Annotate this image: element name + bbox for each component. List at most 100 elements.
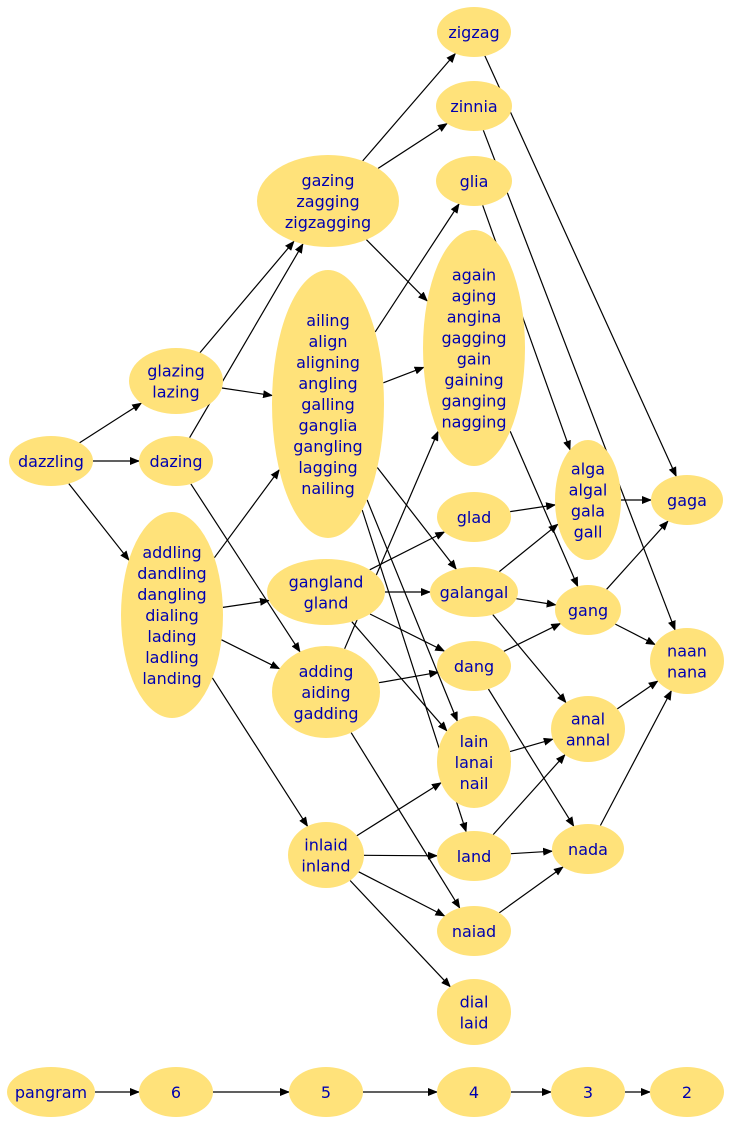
node-l6: 6 bbox=[139, 1067, 213, 1117]
edge-ailing-to-glia bbox=[374, 203, 460, 333]
node-ellipse bbox=[552, 824, 624, 874]
node-ellipse bbox=[139, 1067, 213, 1117]
edge-arrow bbox=[516, 598, 557, 608]
edge-gang-to-naan bbox=[615, 623, 656, 646]
node-label: align bbox=[309, 332, 348, 351]
edge-dazing-to-gazing bbox=[189, 243, 304, 439]
edge-arrow bbox=[365, 239, 428, 302]
node-land: land bbox=[437, 831, 511, 881]
node-ellipse bbox=[437, 641, 511, 691]
node-label: landing bbox=[142, 669, 201, 688]
node-label: gala bbox=[571, 502, 605, 521]
edge-arrow bbox=[509, 737, 554, 753]
node-label: glad bbox=[457, 508, 492, 527]
edge-arrow bbox=[350, 732, 461, 909]
node-label: dangling bbox=[137, 585, 206, 604]
node-ellipse bbox=[272, 646, 380, 738]
node-label: ganglia bbox=[299, 416, 358, 435]
node-ellipse bbox=[437, 492, 511, 542]
node-label: angling bbox=[298, 374, 357, 393]
node-glia: glia bbox=[436, 156, 512, 206]
edge-gangland-to-glad bbox=[369, 531, 446, 571]
node-ellipse bbox=[257, 155, 399, 247]
node-label: galling bbox=[301, 395, 355, 414]
node-ellipse bbox=[551, 1067, 625, 1117]
edge-zinnia-to-naan bbox=[482, 129, 676, 631]
node-again: againaginganginagagginggaingaininggangin… bbox=[423, 230, 525, 466]
edge-gangland-to-dang bbox=[369, 613, 446, 652]
edge-arrow bbox=[616, 680, 659, 710]
node-gaga: gaga bbox=[651, 475, 723, 525]
edge-arrow bbox=[199, 240, 295, 353]
edge-arrow bbox=[351, 621, 448, 732]
node-label: again bbox=[452, 266, 496, 285]
edge-zigzag-to-gaga bbox=[484, 55, 677, 478]
edge-arrow bbox=[383, 366, 425, 384]
edge-addling-to-inlaid bbox=[211, 677, 309, 828]
node-label: gland bbox=[304, 594, 349, 613]
node-label: lading bbox=[147, 627, 196, 646]
edge-land-to-anal bbox=[492, 754, 566, 836]
node-ellipse bbox=[650, 1067, 724, 1117]
edge-arrow bbox=[492, 614, 567, 704]
node-label: zinnia bbox=[450, 97, 497, 116]
edge-inlaid-to-naiad bbox=[358, 871, 446, 917]
edge-arrow bbox=[358, 871, 446, 917]
edge-glad-to-alga bbox=[510, 502, 557, 513]
node-ellipse bbox=[139, 436, 213, 486]
edge-glazing-to-ailing bbox=[221, 387, 274, 399]
edges-layer bbox=[68, 52, 677, 1096]
node-label: gagging bbox=[441, 329, 506, 348]
edge-gazing-to-zigzag bbox=[362, 52, 456, 162]
node-zinnia: zinnia bbox=[436, 81, 512, 131]
node-label: nail bbox=[460, 774, 489, 793]
edge-arrow bbox=[222, 597, 270, 608]
edge-gazing-to-zinnia bbox=[377, 123, 448, 169]
edge-ailing-to-lain bbox=[366, 499, 458, 722]
node-label: gain bbox=[457, 350, 492, 369]
node-label: 6 bbox=[171, 1083, 181, 1102]
edge-again-to-gang bbox=[509, 430, 579, 588]
edge-galangal-to-alga bbox=[498, 523, 559, 573]
node-ellipse bbox=[272, 270, 384, 538]
node-label: lanai bbox=[455, 753, 494, 772]
edge-ailing-to-again bbox=[383, 366, 425, 384]
edge-arrow bbox=[374, 203, 460, 333]
node-galangal: galangal bbox=[430, 567, 518, 617]
node-label: nana bbox=[667, 663, 707, 682]
edge-gangland-to-lain bbox=[351, 621, 448, 732]
node-ellipse bbox=[650, 628, 724, 694]
edge-arrow bbox=[492, 754, 566, 836]
node-dazing: dazing bbox=[139, 436, 213, 486]
node-naiad: naiad bbox=[437, 906, 511, 956]
edge-arrow bbox=[213, 469, 280, 559]
node-ellipse bbox=[9, 436, 93, 486]
node-pangram: pangram bbox=[7, 1067, 95, 1117]
node-label: zigzagging bbox=[285, 213, 371, 232]
node-label: glia bbox=[460, 172, 489, 191]
node-naan: naan nana bbox=[650, 628, 724, 694]
node-label: dial bbox=[460, 993, 489, 1012]
node-label: galangal bbox=[440, 583, 509, 602]
node-ellipse bbox=[437, 831, 511, 881]
edge-arrow bbox=[498, 866, 564, 914]
node-ellipse bbox=[288, 822, 364, 888]
node-label: gaining bbox=[444, 371, 503, 390]
edge-arrow bbox=[366, 499, 458, 722]
node-label: naan bbox=[667, 642, 707, 661]
node-label: 2 bbox=[682, 1083, 692, 1102]
node-label: gang bbox=[568, 601, 608, 620]
node-ellipse bbox=[437, 979, 511, 1045]
edge-arrow bbox=[369, 613, 446, 652]
node-dazzling: dazzling bbox=[9, 436, 93, 486]
edge-anal-to-naan bbox=[616, 680, 659, 710]
node-label: gadding bbox=[293, 704, 358, 723]
node-ellipse bbox=[437, 7, 511, 57]
node-label: gall bbox=[574, 523, 603, 542]
node-ellipse bbox=[267, 559, 385, 625]
node-ellipse bbox=[651, 475, 723, 525]
